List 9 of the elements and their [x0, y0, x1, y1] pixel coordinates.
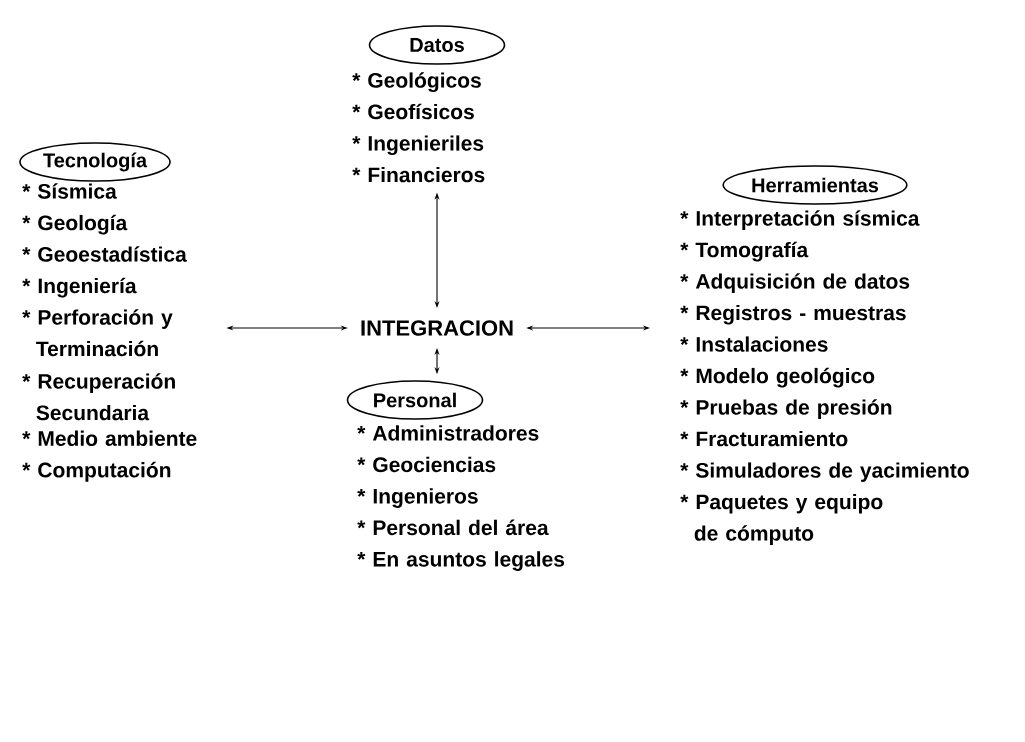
- bullet-list: * Administradores * Geociencias * Ingenieros * Personal del área * En asuntos legales: [357, 425, 565, 571]
- central-label: INTEGRACION: [361, 320, 513, 336]
- ellipse-label: Herramientas: [722, 165, 908, 205]
- ellipse-label: Tecnología: [19, 142, 171, 182]
- ellipse-label: Personal: [346, 380, 484, 420]
- ellipse-label: Datos: [368, 25, 506, 65]
- bullet-list: * Sísmica * Geología * Geoestadística * Ingeniería * Perforación y Terminación * Recuperación Secundaria * Medio ambiente * Computación: [22, 183, 197, 482]
- bullet-list: * Geológicos * Geofísicos * Ingenieriles * Financieros: [352, 72, 485, 183]
- bullet-list: * Interpretación sísmica * Tomografía * Adquisición de datos * Registros - muestras * Instalaciones * Modelo geológico * Pruebas de presión * Fracturamiento * Simuladores de yacimiento * Paquetes y equipo de cómputo: [680, 210, 969, 545]
